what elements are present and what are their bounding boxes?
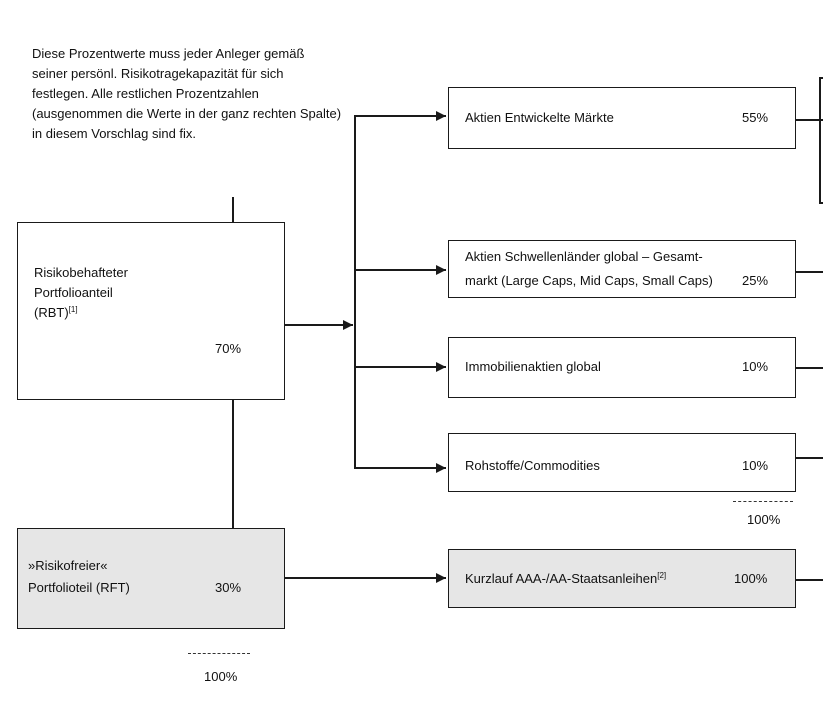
allocation-note: Diese Prozentwerte muss jeder Anleger ge… — [32, 46, 342, 141]
item-developed-markets-label: Aktien Entwickelte Märkte — [465, 110, 614, 125]
rbt-label-line3: (RBT)[1] — [34, 305, 78, 320]
item-emerging-markets: Aktien Schwellenländer global – Gesamt- … — [448, 240, 796, 298]
item-short-term-bonds-percent: 100% — [734, 571, 768, 586]
item-commodities-label: Rohstoffe/Commodities — [465, 458, 600, 473]
rft-percent: 30% — [215, 580, 242, 595]
rft-box: »Risikofreier« Portfolioteil (RFT) 30% — [17, 528, 285, 629]
item-real-estate: Immobilienaktien global 10% — [448, 337, 796, 398]
item-commodities-percent: 10% — [742, 458, 769, 473]
item-commodities: Rohstoffe/Commodities 10% — [448, 433, 796, 492]
rft-label-line1: »Risikofreier« — [28, 558, 108, 573]
rbt-footnote: [1] — [68, 305, 78, 314]
item-developed-markets: Aktien Entwickelte Märkte 55% — [448, 87, 796, 149]
rbt-box: Risikobehafteter Portfolioanteil (RBT)[1… — [17, 222, 285, 400]
item-real-estate-label: Immobilienaktien global — [465, 359, 601, 374]
left-total: 100% — [204, 669, 238, 684]
right-total: 100% — [747, 512, 781, 527]
item-developed-markets-percent: 55% — [742, 110, 769, 125]
item-emerging-markets-percent: 25% — [742, 273, 769, 288]
rbt-percent: 70% — [215, 341, 242, 356]
bond-footnote: [2] — [657, 571, 667, 580]
rbt-label-line2: Portfolioanteil — [34, 285, 113, 300]
left-total-divider — [188, 653, 250, 654]
partial-box-right — [819, 77, 823, 204]
item-short-term-bonds-label: Kurzlauf AAA-/AA-Staatsanleihen[2] — [465, 571, 667, 586]
rbt-label-line1: Risikobehafteter — [34, 265, 128, 280]
right-total-divider — [733, 501, 793, 502]
item-short-term-bonds: Kurzlauf AAA-/AA-Staatsanleihen[2] 100% — [448, 549, 796, 608]
item-real-estate-percent: 10% — [742, 359, 769, 374]
rft-label-line2: Portfolioteil (RFT) — [28, 580, 130, 595]
item-emerging-markets-label-line2: markt (Large Caps, Mid Caps, Small Caps) — [465, 273, 713, 288]
item-emerging-markets-label-line1: Aktien Schwellenländer global – Gesamt- — [465, 249, 703, 264]
